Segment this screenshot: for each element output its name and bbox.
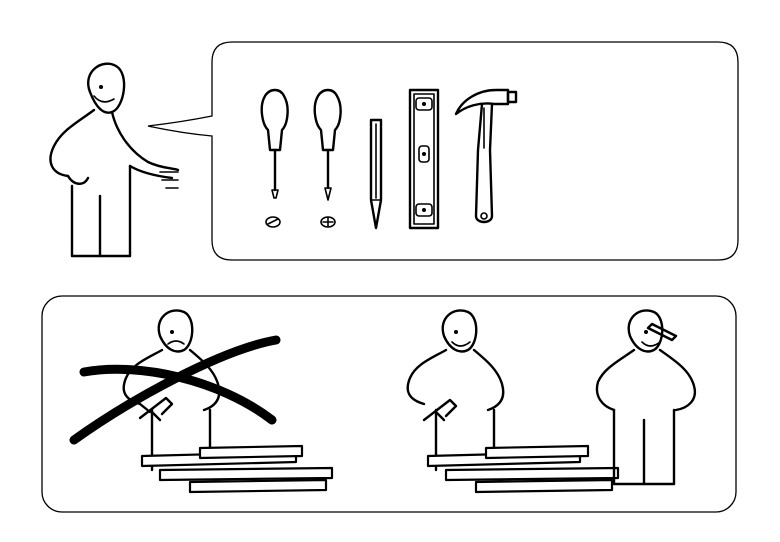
assembly-comparison-panel [41,295,737,513]
person-gesturing-icon [49,62,180,258]
flathead-screwdriver-icon [260,88,289,228]
spirit-level-icon [408,88,440,230]
single-person-assembling-crossed-out-icon [69,309,334,494]
tools-speech-bubble [147,41,739,261]
pencil-icon [369,118,383,230]
phillips-screwdriver-icon [313,88,342,228]
two-people-assembling-icon [406,309,697,494]
hammer-icon [454,88,518,224]
